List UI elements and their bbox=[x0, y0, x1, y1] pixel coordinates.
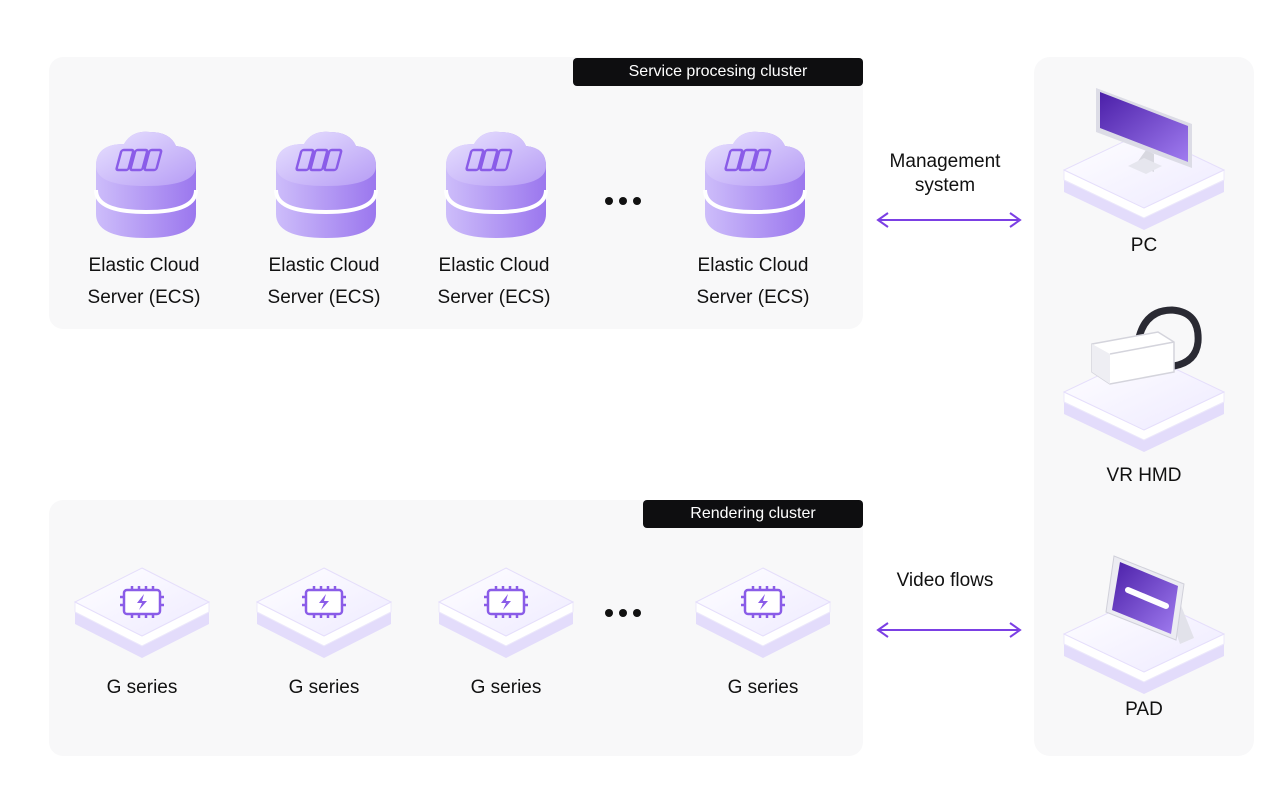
ellipsis-dot bbox=[605, 609, 613, 617]
g-series-node: G series bbox=[62, 566, 222, 700]
ecs-node: Elastic Cloud Server (ECS) bbox=[64, 126, 224, 310]
device-vr-hmd: VR HMD bbox=[1034, 302, 1254, 488]
device-label-pad: PAD bbox=[1125, 699, 1163, 720]
gpu-chip-plate-icon bbox=[694, 567, 832, 658]
ecs-label-line1: Elastic Cloud bbox=[697, 255, 809, 276]
g-series-label: G series bbox=[470, 677, 542, 698]
ecs-label-line1: Elastic Cloud bbox=[88, 255, 200, 276]
rendering-cluster-title: Rendering cluster bbox=[643, 500, 863, 528]
more-ecs-ellipsis bbox=[605, 197, 641, 205]
ecs-node: Elastic Cloud Server (ECS) bbox=[673, 126, 833, 310]
management-system-label: Management system bbox=[874, 150, 1016, 198]
ellipsis-dot bbox=[619, 609, 627, 617]
ecs-label-line1: Elastic Cloud bbox=[268, 255, 380, 276]
cloud-server-icon bbox=[444, 131, 548, 238]
more-g-series-ellipsis bbox=[605, 609, 641, 617]
ecs-node: Elastic Cloud Server (ECS) bbox=[414, 126, 574, 310]
management-double-arrow bbox=[876, 212, 1022, 228]
g-series-label: G series bbox=[727, 677, 799, 698]
ecs-label-line2: Server (ECS) bbox=[696, 287, 810, 308]
management-label-line1: Management bbox=[889, 151, 1001, 172]
tablet-icon bbox=[1062, 555, 1226, 694]
device-pad: PAD bbox=[1034, 548, 1254, 722]
cloud-server-icon bbox=[703, 131, 807, 238]
video-flows-label: Video flows bbox=[896, 570, 994, 591]
g-series-label: G series bbox=[106, 677, 178, 698]
device-label-pc: PC bbox=[1130, 235, 1158, 256]
gpu-chip-plate-icon bbox=[255, 567, 393, 658]
gpu-chip-plate-icon bbox=[73, 567, 211, 658]
video-flows-double-arrow bbox=[876, 622, 1022, 638]
cloud-server-icon bbox=[274, 131, 378, 238]
service-cluster-title: Service procesing cluster bbox=[573, 58, 863, 86]
ecs-label-line2: Server (ECS) bbox=[437, 287, 551, 308]
device-pc: PC bbox=[1034, 84, 1254, 258]
g-series-node: G series bbox=[426, 566, 586, 700]
g-series-label: G series bbox=[288, 677, 360, 698]
ellipsis-dot bbox=[633, 609, 641, 617]
ecs-label-line1: Elastic Cloud bbox=[438, 255, 550, 276]
device-label-vr-hmd: VR HMD bbox=[1106, 465, 1182, 486]
ecs-label-line2: Server (ECS) bbox=[267, 287, 381, 308]
gpu-chip-plate-icon bbox=[437, 567, 575, 658]
cloud-server-icon bbox=[94, 131, 198, 238]
ecs-node: Elastic Cloud Server (ECS) bbox=[244, 126, 404, 310]
g-series-node: G series bbox=[244, 566, 404, 700]
ecs-label-line2: Server (ECS) bbox=[87, 287, 201, 308]
ellipsis-dot bbox=[605, 197, 613, 205]
pc-monitor-icon bbox=[1062, 88, 1226, 230]
vr-headset-icon bbox=[1062, 306, 1226, 452]
management-label-line2: system bbox=[914, 175, 976, 196]
ellipsis-dot bbox=[633, 197, 641, 205]
ellipsis-dot bbox=[619, 197, 627, 205]
g-series-node: G series bbox=[683, 566, 843, 700]
